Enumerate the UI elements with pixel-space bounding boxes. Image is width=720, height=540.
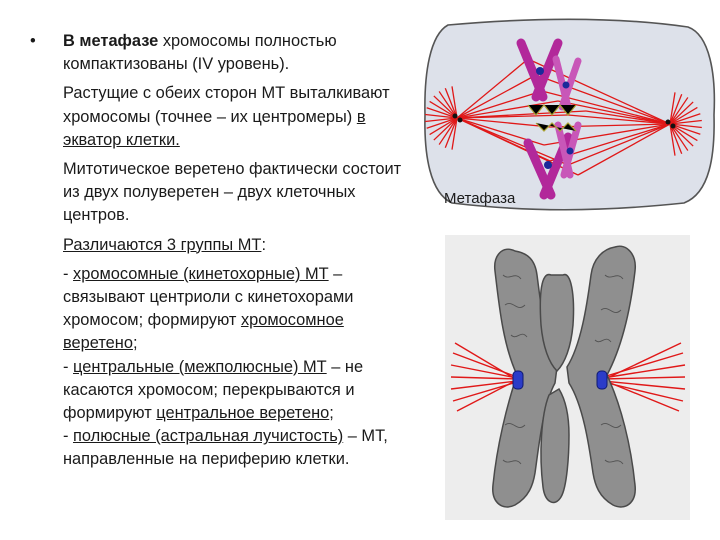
spindle-fiber: [669, 123, 676, 156]
spindle-fiber: [456, 90, 543, 119]
spindle-fiber: [535, 74, 671, 125]
push-text: Растущие с обеих сторон МТ выталкивают х…: [63, 84, 390, 126]
groups-heading: Различаются 3 группы МТ: [63, 235, 262, 254]
spindle-fiber: [456, 117, 551, 128]
dash: -: [63, 264, 74, 283]
centromeres: [536, 67, 574, 169]
group3-name: полюсные (астральная лучистость): [73, 427, 344, 446]
spindle-fiber: [669, 92, 676, 125]
paragraph-push: Растущие с обеих сторон МТ выталкивают х…: [63, 82, 420, 152]
kinetochores: [512, 370, 608, 390]
group2-text: – не касаются хромосом; перекрываются и …: [63, 357, 364, 423]
spindle-fiber: [456, 74, 537, 119]
chromatid-texture: [502, 274, 624, 465]
kinetochore-fibers: [450, 342, 686, 412]
metaphase-term: В метафазе: [63, 32, 159, 50]
group1-end: ;: [132, 334, 138, 353]
spindle-fiber: [577, 123, 671, 176]
metaphase-cell-diagram: [424, 18, 716, 211]
interzonal-strands: [527, 104, 577, 132]
spindle-fiber: [567, 123, 671, 166]
spindle-fiber: [429, 117, 458, 136]
spindle-fiber: [438, 91, 458, 119]
dash: -: [63, 357, 74, 376]
figure-caption: Метафаза: [444, 190, 516, 207]
bullet-dot: •: [30, 32, 36, 50]
spindle-fiber: [557, 100, 671, 125]
centrioles: [452, 113, 676, 129]
group1-spindle: хромосомное веретено: [63, 311, 344, 353]
bullet-item: • В метафазе хромосомы полностью компакт…: [30, 30, 420, 472]
group1-name: хромосомные (кинетохорные) МТ: [73, 264, 329, 283]
group1-text: – связывают центриоли с кинетохорами хро…: [63, 264, 354, 330]
spindle-fiber: [426, 117, 458, 129]
spindle-fiber: [669, 101, 694, 125]
spindle-fiber: [585, 110, 671, 125]
spindle-fiber: [425, 113, 458, 119]
dash: -: [63, 427, 74, 446]
spindle-fiber: [669, 93, 683, 125]
spindle-fiber: [451, 86, 458, 119]
spindle-fiber: [456, 100, 559, 119]
spindle-fiber: [669, 97, 689, 125]
spindle-fiber: [438, 117, 458, 145]
spindle-fiber: [456, 58, 529, 119]
group3-text: – МТ, направленные на периферию клетки.: [63, 427, 388, 469]
spindle-fibers: [425, 58, 702, 176]
paragraph-metaphase: В метафазе хромосомы полностью компактиз…: [63, 30, 420, 76]
spindle-fiber: [669, 123, 702, 129]
paragraph-group-list: - хромосомные (кинетохорные) МТ – связыв…: [63, 263, 420, 472]
spindle-fiber: [456, 110, 587, 119]
metaphase-text: хромосомы полностью компактизованы (IV у…: [63, 32, 337, 74]
text-column: • В метафазе хромосомы полностью компакт…: [30, 30, 420, 472]
spindle-fiber: [567, 114, 671, 125]
spindle-fiber: [433, 117, 458, 141]
chromosomes: [516, 38, 582, 200]
spindle-fiber: [444, 87, 458, 119]
paragraph-groups: Различаются 3 группы МТ:: [63, 234, 420, 257]
group2-end: ;: [329, 404, 334, 423]
spindle-fiber: [669, 119, 702, 125]
spindle-fiber: [433, 95, 458, 119]
equator-link: в экватор клетки.: [63, 107, 366, 149]
spindle-fiber: [669, 113, 701, 125]
spindle-fiber: [669, 123, 683, 155]
spindle-fiber: [669, 106, 698, 125]
spindle-fiber: [451, 117, 458, 150]
spindle-fiber: [444, 117, 458, 149]
group2-name: центральные (межполюсные) МТ: [73, 357, 327, 376]
group2-spindle: центральное веретено: [156, 404, 330, 423]
groups-colon: :: [261, 235, 266, 254]
chromosome-photo: [445, 235, 690, 520]
paragraph-spindle: Митотическое веретено фактически состоит…: [63, 160, 402, 225]
spindle-fiber: [425, 117, 458, 123]
spindle-fiber: [426, 107, 458, 119]
spindle-fiber: [429, 100, 458, 119]
spindle-fiber: [456, 117, 569, 166]
